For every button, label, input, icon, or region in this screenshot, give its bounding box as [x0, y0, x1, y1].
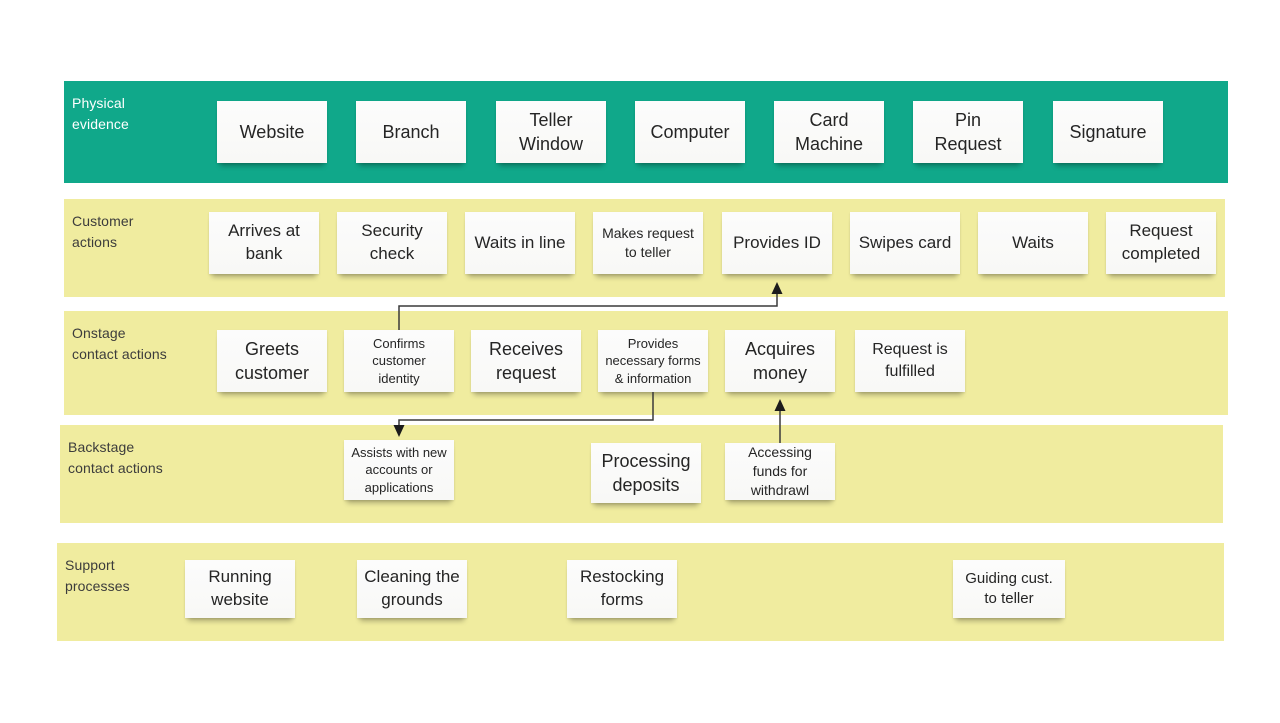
sticky-note-website[interactable]: Website [217, 101, 327, 163]
sticky-note-signature[interactable]: Signature [1053, 101, 1163, 163]
sticky-note-card-machine[interactable]: Card Machine [774, 101, 884, 163]
sticky-note-waits[interactable]: Waits [978, 212, 1088, 274]
band-label-customer-actions: Customer actions [72, 213, 134, 250]
sticky-note-branch[interactable]: Branch [356, 101, 466, 163]
band-label-onstage-contact-actions: Onstage contact actions [72, 325, 167, 362]
sticky-note-processing-deposits[interactable]: Processing deposits [591, 443, 701, 503]
sticky-note-cleaning-grounds[interactable]: Cleaning the grounds [357, 560, 467, 618]
sticky-note-request-completed[interactable]: Request completed [1106, 212, 1216, 274]
sticky-note-swipes-card[interactable]: Swipes card [850, 212, 960, 274]
sticky-note-arrives-at-bank[interactable]: Arrives at bank [209, 212, 319, 274]
sticky-note-guiding-cust-to-teller[interactable]: Guiding cust. to teller [953, 560, 1065, 618]
sticky-note-greets-customer[interactable]: Greets customer [217, 330, 327, 392]
sticky-note-pin-request[interactable]: Pin Request [913, 101, 1023, 163]
sticky-note-running-website[interactable]: Running website [185, 560, 295, 618]
sticky-note-makes-request-to-teller[interactable]: Makes request to teller [593, 212, 703, 274]
sticky-note-provides-id[interactable]: Provides ID [722, 212, 832, 274]
sticky-note-restocking-forms[interactable]: Restocking forms [567, 560, 677, 618]
sticky-note-acquires-money[interactable]: Acquires money [725, 330, 835, 392]
sticky-note-provides-necessary-forms[interactable]: Provides necessary forms & information [598, 330, 708, 392]
sticky-note-assists-new-accounts[interactable]: Assists with new accounts or application… [344, 440, 454, 500]
sticky-note-teller-window[interactable]: Teller Window [496, 101, 606, 163]
sticky-note-accessing-funds[interactable]: Accessing funds for withdrawl [725, 443, 835, 500]
sticky-note-confirms-customer-identity[interactable]: Confirms customer identity [344, 330, 454, 392]
sticky-note-request-is-fulfilled[interactable]: Request is fulfilled [855, 330, 965, 392]
sticky-note-security-check[interactable]: Security check [337, 212, 447, 274]
sticky-note-computer[interactable]: Computer [635, 101, 745, 163]
sticky-note-receives-request[interactable]: Receives request [471, 330, 581, 392]
band-label-support-processes: Support processes [65, 557, 130, 594]
sticky-note-waits-in-line[interactable]: Waits in line [465, 212, 575, 274]
band-label-backstage-contact-actions: Backstage contact actions [68, 439, 163, 476]
band-label-physical-evidence: Physical evidence [72, 95, 129, 132]
